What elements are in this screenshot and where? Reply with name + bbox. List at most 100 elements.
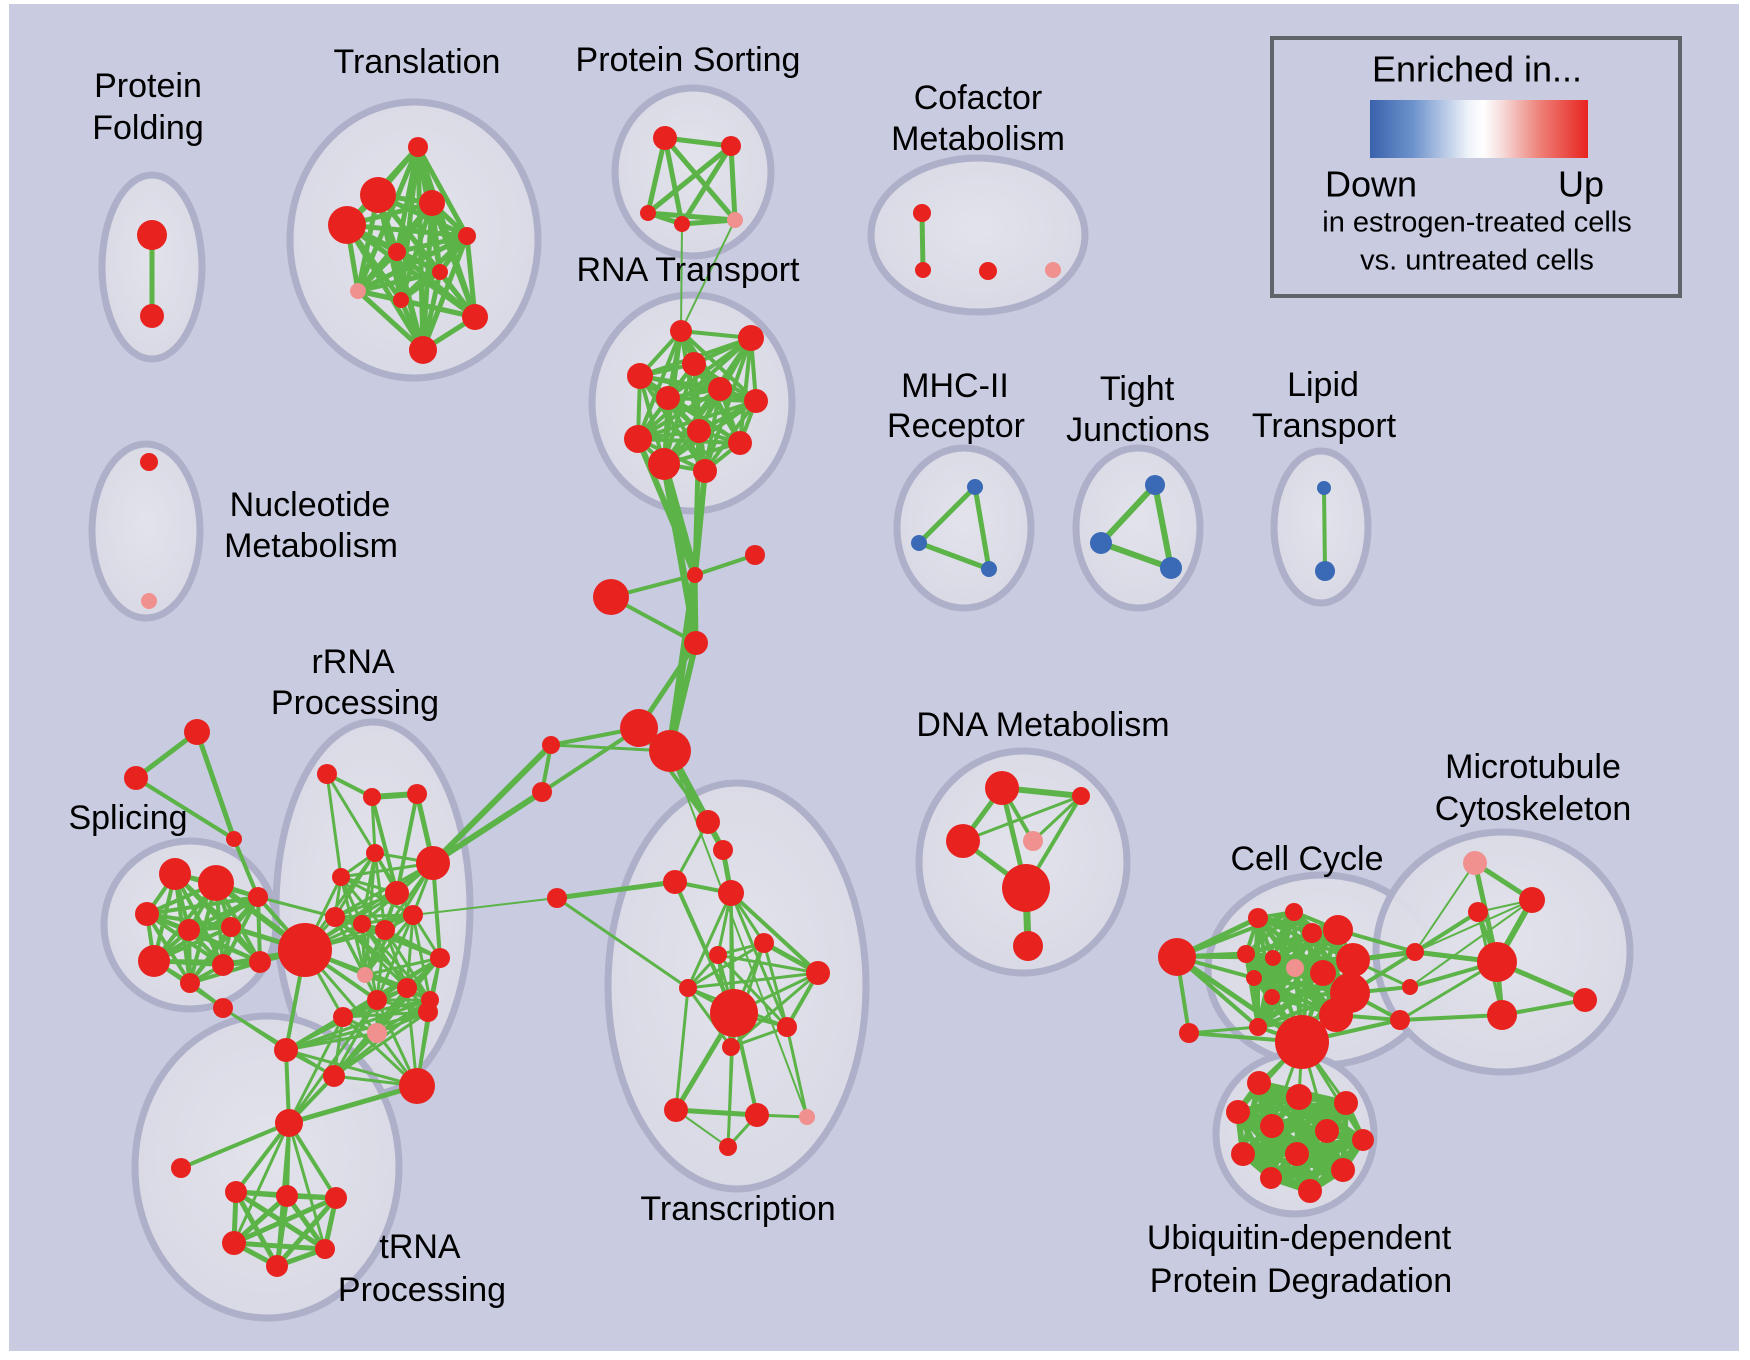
network-node — [1237, 945, 1255, 963]
network-edge — [679, 217, 738, 227]
network-node — [684, 631, 708, 655]
network-edge — [231, 1195, 339, 1246]
network-node — [418, 1002, 438, 1022]
network-edge — [179, 1121, 291, 1170]
network-node — [979, 262, 997, 280]
network-edge — [188, 895, 260, 985]
network-edge — [341, 956, 442, 1019]
network-node — [1463, 851, 1487, 875]
network-node — [1390, 1010, 1410, 1030]
network-node — [1160, 557, 1182, 579]
network-edge — [1414, 899, 1533, 953]
network-node — [1302, 923, 1322, 943]
network-edge — [680, 223, 683, 332]
network-node — [1265, 950, 1281, 966]
network-edge — [375, 928, 387, 1002]
cluster-label-lipid-transport: Lipid — [1287, 366, 1359, 404]
network-node — [363, 788, 381, 806]
network-node — [593, 579, 629, 615]
network-edge — [284, 1048, 419, 1088]
network-edge — [256, 895, 337, 919]
cluster-label-trna-processing: Processing — [338, 1271, 506, 1309]
network-node — [738, 325, 764, 351]
network-edge — [680, 219, 736, 332]
network-node — [1264, 989, 1280, 1005]
legend-down-label: Down — [1325, 164, 1417, 205]
network-edge — [370, 795, 399, 895]
network-edge — [674, 986, 690, 1112]
network-edge — [540, 726, 641, 794]
network-edge — [398, 269, 443, 303]
network-node — [225, 1181, 247, 1203]
network-node — [1402, 979, 1418, 995]
network-edge — [355, 288, 426, 353]
network-edge — [233, 1189, 280, 1269]
network-node — [1334, 1091, 1358, 1115]
network-node — [1260, 1114, 1284, 1138]
network-edge — [555, 896, 690, 990]
network-edge — [287, 1015, 345, 1125]
cluster-ellipse-mhc-ii-receptor — [893, 444, 1035, 612]
network-edge — [738, 336, 753, 445]
network-node — [367, 990, 387, 1010]
network-edge — [785, 1025, 809, 1119]
network-node — [1286, 1084, 1312, 1110]
network-node — [350, 283, 366, 299]
network-edge — [1413, 910, 1480, 954]
network-node — [649, 730, 691, 772]
network-node — [1317, 481, 1331, 495]
network-edge — [234, 1121, 291, 1194]
network-edge — [430, 742, 554, 866]
cluster-label-rna-transport: RNA Transport — [577, 251, 801, 289]
network-edge — [686, 971, 820, 990]
network-node — [713, 840, 733, 860]
network-edge — [395, 792, 419, 895]
network-edge — [286, 1083, 420, 1126]
network-edge — [645, 143, 734, 216]
network-node — [1477, 942, 1517, 982]
network-node — [274, 1038, 298, 1062]
network-node — [913, 204, 931, 222]
network-edge — [1031, 794, 1083, 843]
network-node — [682, 352, 706, 376]
network-node — [1573, 988, 1597, 1012]
network-node — [1226, 1100, 1250, 1124]
cluster-label-microtubule-cytoskeleton: Cytoskeleton — [1435, 790, 1632, 828]
network-node — [226, 831, 242, 847]
network-node — [1247, 1071, 1271, 1095]
network-node — [140, 304, 164, 328]
network-node — [1249, 1018, 1267, 1036]
network-node — [360, 177, 396, 213]
network-node — [722, 1038, 740, 1056]
network-node — [1246, 970, 1262, 986]
network-node — [275, 1109, 303, 1137]
network-edge — [325, 772, 377, 855]
network-edge — [375, 913, 415, 1002]
network-edge — [152, 895, 260, 963]
network-edge — [363, 956, 442, 977]
network-node — [397, 978, 417, 998]
network-edge — [333, 913, 415, 919]
network-edge — [194, 729, 237, 842]
network-edge — [415, 144, 470, 239]
network-edge — [1256, 958, 1355, 1029]
network-edge — [762, 941, 789, 1029]
cluster-label-translation: Translation — [334, 43, 501, 81]
network-node — [542, 736, 560, 754]
network-edge — [1244, 910, 1296, 956]
network-edge — [339, 875, 367, 977]
network-node — [1045, 262, 1061, 278]
network-node — [278, 923, 332, 977]
network-edge — [284, 1010, 430, 1052]
legend-title: Enriched in... — [1372, 49, 1582, 90]
cluster-label-cofactor-metabolism: Metabolism — [891, 120, 1065, 158]
network-node — [911, 535, 927, 551]
network-node — [249, 951, 271, 973]
network-node — [1090, 532, 1112, 554]
network-node — [1248, 908, 1268, 928]
network-edge — [344, 222, 470, 239]
network-node — [744, 389, 768, 413]
network-node — [432, 264, 448, 280]
network-edge — [916, 484, 978, 546]
